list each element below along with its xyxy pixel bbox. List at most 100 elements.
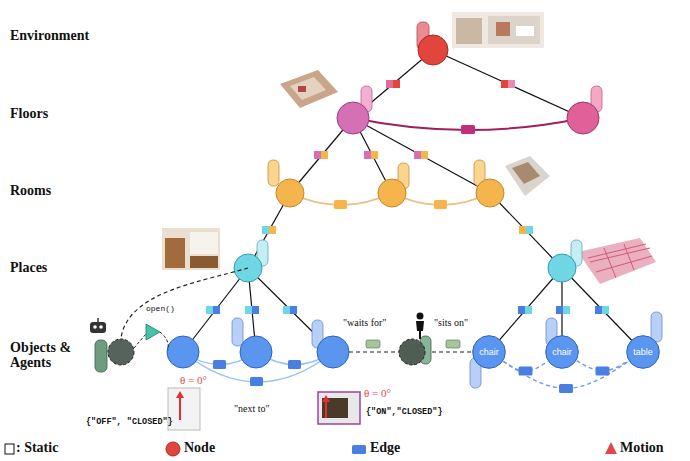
graph-circle [317,336,349,368]
level-label: Places [10,260,120,275]
edge-attribute-square [213,360,226,369]
thumbnail-image [298,86,306,92]
thumbnail-image [176,391,184,398]
edge-attribute-square [213,306,220,314]
relation-label: "waits for" [343,317,413,328]
thumbnail-image [290,77,326,100]
legend-shape [352,445,366,454]
edge-attribute-square [314,151,321,159]
thumbnail-image [496,22,510,36]
thumbnail-image [596,256,652,272]
thumbnail-image [488,16,540,44]
relation-label: "next to" [234,403,294,414]
level-label: Rooms [10,183,120,198]
thumbnail-image [165,238,185,268]
object-node: chair [545,335,579,369]
object-node: table [626,335,660,369]
legend-sample [604,442,618,456]
agent-symbol [417,313,424,320]
graph-circle [276,179,304,207]
edge-attribute-square [563,306,570,314]
node-circle [627,336,660,369]
thumbnail-image [179,396,181,420]
edge-attribute-square [519,367,533,376]
thumbnail-image [512,162,540,184]
legend-shape [605,442,617,454]
legend-text: Motion [620,440,664,456]
edge-attribute-square [559,384,573,393]
agent-symbol [93,325,97,329]
edge-attribute-square [434,200,447,209]
edge-attribute-square [421,151,428,159]
thumbnail-image [590,248,650,262]
agent-symbol [134,334,146,348]
edge-attribute-square [262,226,269,234]
thumbnail-image [280,70,338,108]
graph-circle [167,35,599,368]
thumbnail-image [162,228,220,270]
legend-text: : Static [16,440,58,456]
state-angle: θ = 0° [364,387,414,399]
edge-attribute-square [206,306,213,314]
edge-attribute-square [414,151,421,159]
thumbnail-image [516,26,534,36]
state-angle: θ = 0° [180,374,230,386]
edge-attribute-square [508,80,515,88]
hierarchy-line [183,50,643,352]
agent-symbol [97,318,99,322]
graph-circle [167,336,199,368]
agent-symbol [446,340,460,348]
agent-symbol [160,332,168,350]
edge-attribute-square [556,306,563,314]
agent-symbol [425,352,472,353]
legend-shape [5,444,14,454]
edge-attribute-square [393,80,400,88]
object-node: chair [472,335,506,369]
level-label: Floors [10,106,120,121]
thumbnail-image [190,232,218,254]
graph-circle [418,35,448,65]
relation-label: "sits on" [434,317,494,328]
node-label: chair [479,348,499,357]
agent-symbol [121,268,248,338]
agent-symbol [90,322,106,333]
agent-symbol [108,339,134,365]
legend-text: Node [184,440,215,456]
edge-attribute-square [501,80,508,88]
node-label: table [633,348,653,357]
node-attribute-tag [232,22,662,388]
state-value: {"ON","CLOSED"} [366,408,486,417]
node-attribute-tag [651,312,662,342]
edge-attribute-square [252,306,259,314]
level-label: Environment [10,28,120,43]
thumbnail-image [452,12,544,48]
legend-sample [166,442,180,456]
node-circle [473,336,506,369]
thumbnail-image [604,248,616,278]
legend-shape [166,442,180,456]
legend-text: Edge [370,440,400,456]
edge-attribute-square [386,80,393,88]
graph-circle [378,179,406,207]
action-label: open() [146,305,196,314]
level-label: Objects & Agents [10,340,86,371]
thumbnail-image [325,400,327,418]
edge-attribute-square [288,360,301,369]
agent-symbol [399,339,425,365]
thumbnail-image [505,156,550,196]
node-attribute-tag [268,160,279,186]
edge-attribute-square [519,226,526,234]
node-circle [546,336,579,369]
hierarchy-line [562,268,643,352]
edge-attribute-square [283,306,290,314]
edge-attribute-square [269,226,276,234]
thumbnail-image [322,395,330,402]
agent-symbol [99,325,103,329]
hierarchy-line [353,118,490,193]
graph-circle [240,336,272,368]
thumbnail-image [162,12,656,430]
node-label: chair [552,348,572,357]
thumbnail-image [578,238,656,284]
